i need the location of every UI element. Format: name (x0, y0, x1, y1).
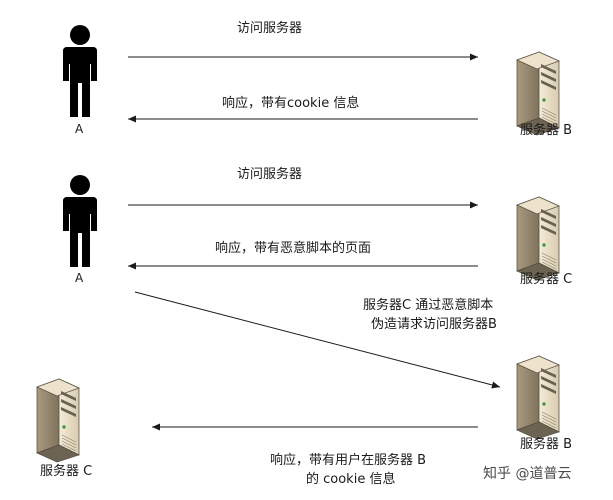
arrow-forged-request-to-server-b (134, 291, 501, 389)
server-b-top-label: 服务器 B (520, 122, 572, 138)
message-4-label: 响应，带有恶意脚本的页面 (215, 240, 371, 256)
message-5-line2-label: 伪造请求访问服务器B (371, 316, 497, 332)
user-a-middle-label: A (75, 271, 84, 285)
message-6-line1-label: 响应，带有用户在服务器 B (270, 452, 426, 468)
server-c-right-label: 服务器 C (520, 271, 572, 287)
message-1-label: 访问服务器 (237, 20, 302, 36)
message-6-line2-label: 的 cookie 信息 (306, 471, 395, 487)
user-a-top-icon (63, 25, 97, 117)
message-5-line1-label: 服务器C 通过恶意脚本 (363, 297, 493, 313)
message-2-label: 响应，带有cookie 信息 (222, 95, 359, 111)
server-b-bottom-icon (516, 355, 560, 440)
message-3-label: 访问服务器 (237, 166, 302, 182)
server-b-bottom-label: 服务器 B (520, 436, 572, 452)
user-a-middle-icon (63, 175, 97, 267)
server-c-left-icon (36, 378, 80, 463)
server-c-right-icon (516, 196, 560, 281)
user-a-top-label: A (75, 122, 84, 136)
watermark-text: 知乎 @道普云 (483, 465, 571, 482)
server-c-left-label: 服务器 C (40, 463, 92, 479)
